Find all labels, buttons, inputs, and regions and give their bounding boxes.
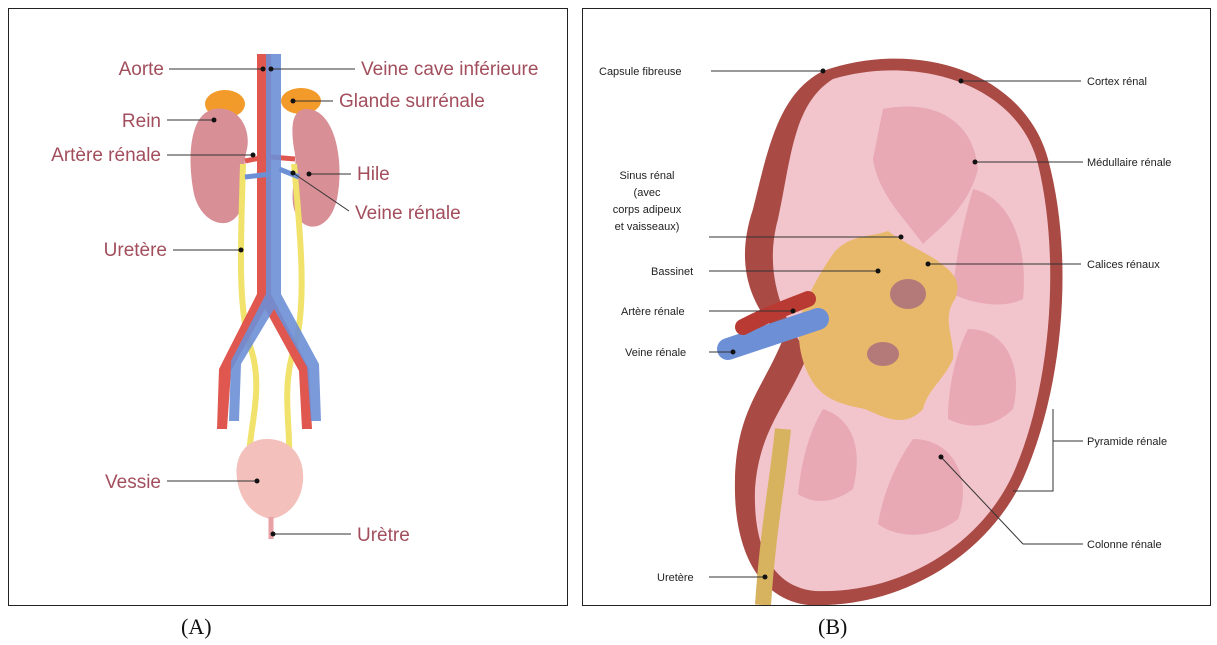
label-rein: Rein: [122, 111, 161, 132]
leader-dot-calices: [926, 262, 931, 267]
label-cortex-renal: Cortex rénal: [1087, 76, 1147, 88]
urinary-system-illustration: Aorte Veine cave inférieure Rein Glande …: [9, 9, 567, 605]
label-vessie: Vessie: [105, 472, 161, 493]
leader-dot-bassinet: [876, 269, 881, 274]
leader-dot-artere: [251, 153, 256, 158]
leader-dot-rein: [212, 118, 217, 123]
leader-dot-glande: [291, 99, 296, 104]
label-colonne-renale: Colonne rénale: [1087, 539, 1162, 551]
label-sinus-line4: et vaisseaux): [615, 221, 680, 233]
leader-dot-veine: [731, 350, 736, 355]
label-sinus-line3: corps adipeux: [613, 204, 682, 216]
label-veine-renale: Veine rénale: [355, 203, 461, 224]
leader-dot-veine-renale: [291, 171, 296, 176]
label-pyramide-renale: Pyramide rénale: [1087, 436, 1167, 448]
leader-dot-uretere: [239, 248, 244, 253]
renal-vein-left: [245, 174, 271, 177]
leader-dot-vessie: [255, 479, 260, 484]
label-veine-cave: Veine cave inférieure: [361, 59, 538, 80]
label-medullaire-renale: Médullaire rénale: [1087, 157, 1171, 169]
calyx-papilla-1: [890, 279, 926, 309]
label-veine-renale: Veine rénale: [625, 347, 686, 359]
leader-dot-uretre: [271, 532, 276, 537]
label-artere-renale: Artère rénale: [621, 306, 685, 318]
label-artere-renale: Artère rénale: [51, 145, 161, 166]
leader-dot-hile: [307, 172, 312, 177]
leader-dot-veine-cave: [269, 67, 274, 72]
label-sinus-line1: Sinus rénal: [619, 170, 674, 182]
leader-dot-cortex: [959, 79, 964, 84]
label-capsule-fibreuse: Capsule fibreuse: [599, 66, 682, 78]
calyx-papilla-2: [867, 342, 899, 366]
label-uretre: Urètre: [357, 525, 410, 546]
caption-b: (B): [818, 614, 847, 640]
panel-b-kidney-section: Capsule fibreuse Cortex rénal Sinus réna…: [582, 8, 1211, 606]
label-hile: Hile: [357, 164, 390, 185]
label-uretere: Uretère: [657, 572, 694, 584]
label-sinus-line2: (avec: [634, 187, 661, 199]
leader-dot-uretere: [763, 575, 768, 580]
label-aorte: Aorte: [119, 59, 164, 80]
leader-dot-medullaire: [973, 160, 978, 165]
panel-a-urinary-system: Aorte Veine cave inférieure Rein Glande …: [8, 8, 568, 606]
leader-dot-artere: [791, 309, 796, 314]
leader-dot-colonne: [939, 455, 944, 460]
bladder: [236, 439, 303, 519]
label-glande-surrenale: Glande surrénale: [339, 91, 485, 112]
kidney-section-illustration: Capsule fibreuse Cortex rénal Sinus réna…: [583, 9, 1210, 605]
label-bassinet: Bassinet: [651, 266, 693, 278]
label-calices-renaux: Calices rénaux: [1087, 259, 1160, 271]
leader-dot-capsule: [821, 69, 826, 74]
leader-dot-sinus: [899, 235, 904, 240]
label-uretere: Uretère: [104, 240, 167, 261]
caption-a: (A): [181, 614, 212, 640]
leader-dot-aorte: [261, 67, 266, 72]
